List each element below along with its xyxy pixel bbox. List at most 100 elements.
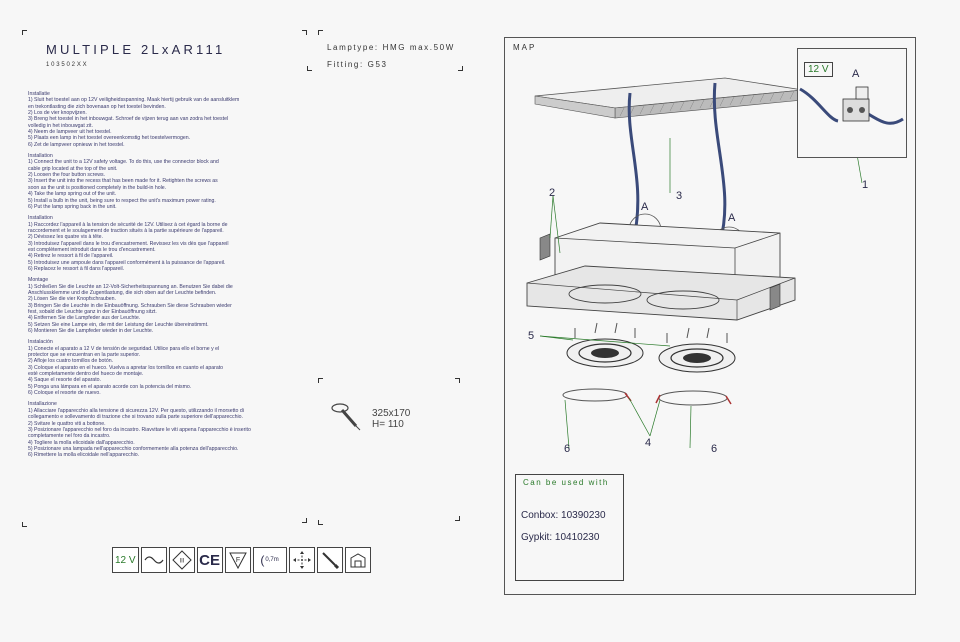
instruction-line: 4) Retirez le ressort à fil de l'apparei… bbox=[28, 253, 114, 260]
lamp-opening-left bbox=[568, 284, 642, 304]
instruction-line: collegamento e sollevamento di trazione … bbox=[28, 414, 243, 421]
crop-mark bbox=[455, 516, 460, 521]
lamp-opening-right bbox=[646, 290, 720, 310]
callout-5: 5 bbox=[528, 330, 535, 342]
callout-3: 3 bbox=[676, 190, 683, 202]
instruction-line: 3) Posizionare l'apparecchio nel foro da… bbox=[28, 426, 251, 433]
instruction-line: est complètement introduit dans le trou … bbox=[28, 246, 156, 253]
instruction-line: esté completamente dentro del hueco de m… bbox=[28, 371, 144, 378]
instruction-line: 5) Introduisez une ampoule dans l'appare… bbox=[28, 259, 226, 266]
instruction-line: protector que se encuentran en la parte … bbox=[28, 352, 141, 359]
conbox-item: Conbox: 10390230 bbox=[521, 510, 606, 521]
compatibility-heading: Can be used with bbox=[523, 478, 609, 487]
cable-left bbox=[627, 92, 640, 234]
callout-a-right: A bbox=[728, 212, 736, 224]
instruction-line: 2) Afloje los cuatro tornillos de botón. bbox=[28, 358, 114, 365]
dimensions: 325x170 H= 110 bbox=[372, 408, 410, 430]
cable-right bbox=[712, 82, 727, 244]
dimension-size: 325x170 bbox=[372, 408, 411, 419]
crop-mark bbox=[318, 30, 323, 35]
instruction-line: 6) Montieren Sie die Lampfeder wieder in… bbox=[28, 328, 154, 335]
f-mark-label: F bbox=[235, 557, 239, 564]
instruction-line: 4) Take the lamp spring out of the unit. bbox=[28, 191, 117, 198]
instruction-line: 1) Sluit het toestel aan op 12V veilighe… bbox=[28, 97, 240, 104]
instruction-line: 5) Posizionare una lampada nell'apparecc… bbox=[28, 445, 239, 452]
instruction-line: 1) Schließen Sie die Leuchte an 12-Volt-… bbox=[28, 283, 233, 290]
crop-mark bbox=[302, 30, 307, 35]
instruction-line: 1) Allacciare l'apparecchio alla tension… bbox=[28, 407, 244, 414]
ac-wave-icon bbox=[140, 547, 167, 573]
instruction-line: 6) Put the lamp spring back in the unit. bbox=[28, 203, 117, 210]
f-mark-icon: F bbox=[224, 547, 251, 573]
callout-6-left: 6 bbox=[564, 443, 571, 455]
instruction-line: 3) Bringen Sie die Leuchte in die Einbau… bbox=[28, 302, 232, 309]
instruction-line: 6) Rimettere la molla elicoidale nell'ap… bbox=[28, 452, 140, 459]
map-frame bbox=[504, 37, 916, 595]
spring-clip-left bbox=[539, 233, 551, 261]
gypkit-item: Gypkit: 10410230 bbox=[521, 532, 600, 543]
instruction-line: 3) Breng het toestel in het inbouwgat. S… bbox=[28, 116, 229, 123]
crop-mark bbox=[458, 66, 463, 71]
callout-a-left: A bbox=[641, 201, 649, 213]
instruction-line: 5) Ponga una lámpara en el aparato acord… bbox=[28, 383, 192, 390]
instruction-line: 3) Insert the unit into the recess that … bbox=[28, 178, 218, 185]
instruction-line: 1) Conecte el aparato a 12 V de tensión … bbox=[28, 345, 220, 352]
instruction-line: 4) Saque el resorte del aparato. bbox=[28, 377, 101, 384]
instruction-line: Anschlussklemme und die Zugentlastung, d… bbox=[28, 289, 217, 296]
crop-mark bbox=[22, 30, 27, 35]
crop-mark bbox=[307, 66, 312, 71]
compatibility-box bbox=[515, 474, 624, 581]
fitting-spec: Fitting: G53 bbox=[327, 60, 388, 69]
voltage-symbol: 12 V bbox=[112, 547, 139, 573]
callout-a-inset: A bbox=[852, 68, 860, 80]
instruction-line: completamente nel foro da incastro. bbox=[28, 433, 111, 440]
instruction-line: 1) Connect the unit to a 12V safety volt… bbox=[28, 159, 219, 166]
instruction-line: 2) Svitare le quattro viti a bottone. bbox=[28, 420, 106, 427]
instruction-line: 5) Setzen Sie eine Lampe ein, die mit de… bbox=[28, 321, 209, 328]
instruction-line: 4) Entfernen Sie die Lampfeder aus der L… bbox=[28, 315, 141, 322]
callout-6-right: 6 bbox=[711, 443, 718, 455]
instruction-heading: Instalación bbox=[28, 339, 53, 346]
instruction-line: 4) Togliere la molla elicoidale dall'app… bbox=[28, 439, 135, 446]
crop-mark bbox=[318, 520, 323, 525]
lamp-reflector-right bbox=[658, 327, 736, 373]
crop-mark bbox=[455, 378, 460, 383]
instruction-line: 5) Install a bulb in the unit, being sur… bbox=[28, 197, 216, 204]
connector-inset bbox=[797, 48, 907, 158]
lamp-bulb-icon bbox=[331, 403, 361, 431]
instruction-heading: Montage bbox=[28, 277, 49, 284]
instruction-heading: Installation bbox=[28, 215, 53, 222]
instruction-heading: Installazione bbox=[28, 401, 57, 408]
ceiling-hatch bbox=[619, 90, 795, 117]
product-title: MULTIPLE 2LxAR111 bbox=[46, 42, 226, 57]
callout-1: 1 bbox=[862, 179, 869, 191]
instruction-line: 3) Coloque el aparato en el hueco. Vuelv… bbox=[28, 364, 224, 371]
instruction-line: 6) Zet de lampveer opnieuw in het toeste… bbox=[28, 141, 125, 148]
instruction-line: 2) Dévissez les quatre vis à tête. bbox=[28, 234, 103, 241]
box-install-icon bbox=[344, 547, 371, 573]
instruction-line: 1) Raccordez l'appareil à la tension de … bbox=[28, 221, 228, 228]
crop-mark bbox=[302, 518, 307, 523]
arrows-icon bbox=[288, 547, 315, 573]
instruction-line: en trekontlasting die zich bovenaan op h… bbox=[28, 103, 166, 110]
spring-ring-right bbox=[658, 390, 728, 406]
instruction-line: 5) Plaats een lamp in het toestel overee… bbox=[28, 135, 191, 142]
instruction-line: 2) Lösen Sie die vier Knopfschrauben. bbox=[28, 296, 116, 303]
instruction-heading: Installatie bbox=[28, 91, 50, 97]
product-code: 103502XX bbox=[46, 62, 89, 68]
dimension-height: H= 110 bbox=[372, 419, 404, 430]
lamp-reflector-left bbox=[566, 322, 644, 368]
screwdriver-icon bbox=[316, 547, 343, 573]
class-three-label: III bbox=[179, 559, 184, 565]
instruction-line: 6) Coloque el resorte de nuevo. bbox=[28, 390, 101, 397]
crop-mark bbox=[318, 378, 323, 383]
spring-ring-left bbox=[562, 388, 628, 402]
instruction-line: 3) Introduisez l'appareil dans le trou d… bbox=[28, 240, 229, 247]
spring-clip-right bbox=[769, 283, 781, 311]
instruction-line: 2) Los de vier knopvijzen. bbox=[28, 110, 87, 117]
